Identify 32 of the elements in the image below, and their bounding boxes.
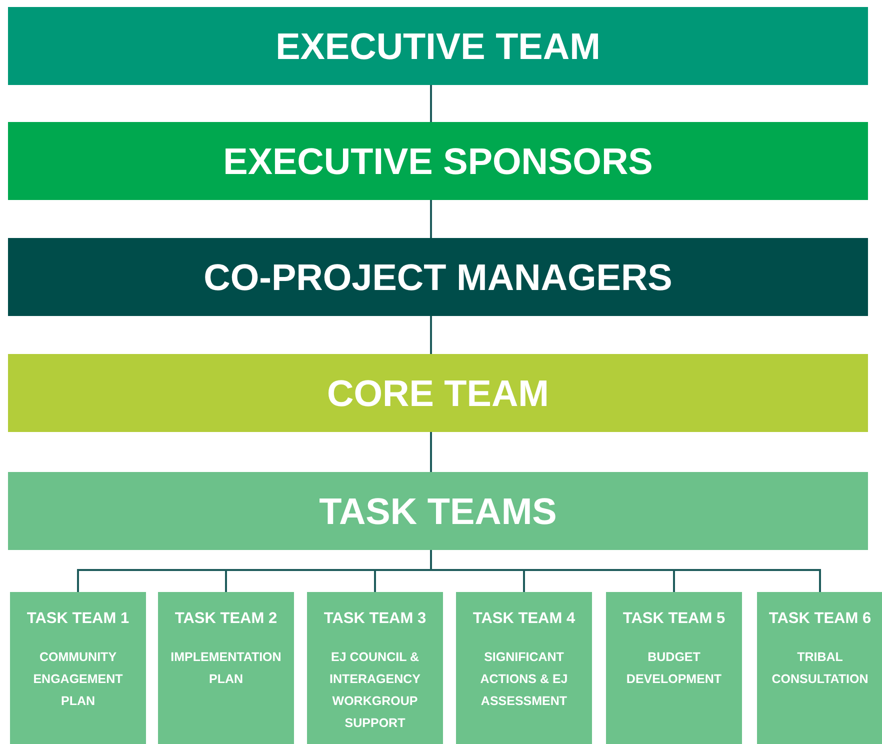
team-title: TASK TEAM 3 (324, 609, 426, 628)
level-band (8, 472, 868, 550)
team-card (757, 592, 882, 744)
team-description: BUDGET DEVELOPMENT (625, 649, 723, 688)
level-band (8, 122, 868, 200)
level-band (8, 7, 868, 85)
team-title: TASK TEAM 5 (622, 609, 726, 628)
connector-line (430, 432, 432, 472)
team-description: TRIBAL CONSULTATION (770, 649, 870, 688)
level-band (8, 354, 868, 432)
team-card (307, 592, 443, 744)
team-title: TASK TEAM 6 (768, 609, 872, 628)
team-title: TASK TEAM 2 (174, 609, 278, 628)
team-description: EJ COUNCIL & INTERAGENCY WORKGROUP SUPPORT (328, 649, 422, 732)
level-band (8, 238, 868, 316)
team-title: TASK TEAM 4 (472, 609, 576, 628)
connector-line (430, 85, 432, 122)
team-card (606, 592, 742, 744)
connector-line (430, 200, 432, 238)
connector-line (430, 316, 432, 354)
level-title: TASK TEAMS (319, 492, 557, 530)
team-card (456, 592, 592, 744)
level-title: CO-PROJECT MANAGERS (204, 258, 672, 296)
team-card (158, 592, 294, 744)
team-description: COMMUNITY ENGAGEMENT PLAN (32, 649, 124, 710)
team-card (10, 592, 146, 744)
level-title: CORE TEAM (327, 374, 549, 412)
team-description: IMPLEMENTATION PLAN (170, 649, 282, 688)
team-title: TASK TEAM 1 (26, 609, 130, 628)
level-title: EXECUTIVE SPONSORS (223, 142, 653, 180)
team-description: SIGNIFICANT ACTIONS & EJ ASSESSMENT (479, 649, 569, 710)
level-title: EXECUTIVE TEAM (276, 28, 600, 64)
